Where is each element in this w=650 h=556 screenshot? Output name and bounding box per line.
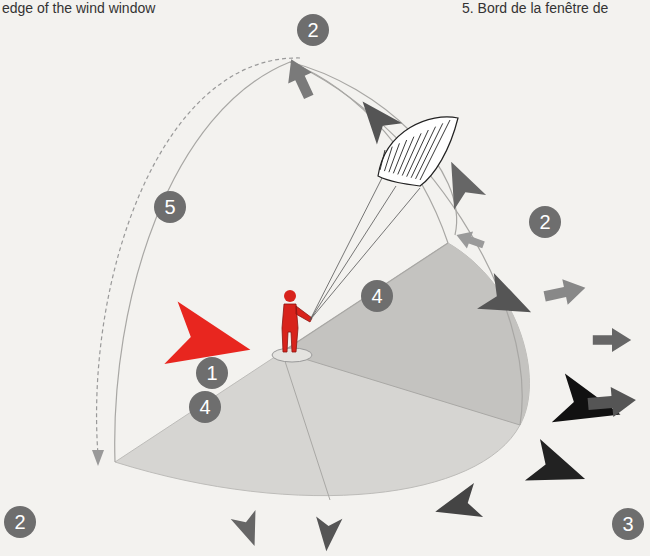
- circle-fill: [529, 206, 561, 238]
- callout-number: 1: [196, 363, 228, 383]
- callout-circle: 4: [361, 280, 393, 312]
- circle-fill: [189, 391, 221, 423]
- callout-number: 3: [612, 514, 644, 534]
- kite-rib: [416, 123, 443, 179]
- callout-circle: 2: [297, 14, 329, 46]
- motion-arrow: [588, 387, 636, 417]
- motion-arrow: [435, 483, 483, 517]
- kite-rib: [380, 150, 385, 170]
- kite-rib: [411, 127, 435, 178]
- kite-rib: [389, 143, 400, 172]
- callout-number: 4: [361, 286, 393, 306]
- circle-fill: [297, 14, 329, 46]
- callout-number: 4: [189, 397, 221, 417]
- dome-arc: [282, 243, 448, 352]
- callout-circle: 3: [612, 508, 644, 540]
- ground-divider: [282, 352, 520, 500]
- circle-fill: [196, 357, 228, 389]
- dome-arc: [290, 62, 522, 425]
- kite-rib: [420, 120, 450, 180]
- motion-arrow: [288, 59, 313, 99]
- callout-circle: 4: [189, 391, 221, 423]
- callout-number: 5: [154, 197, 186, 217]
- circle-fill: [154, 191, 186, 223]
- motion-arrow: [164, 302, 250, 364]
- kite-rib: [402, 133, 421, 175]
- callout-circle: 2: [529, 206, 561, 238]
- callout-number: 2: [529, 212, 561, 232]
- dashed-edge-path: [97, 58, 300, 455]
- motion-arrow: [231, 510, 256, 546]
- callout-circle: 5: [154, 191, 186, 223]
- ground-half-disc: [115, 243, 529, 496]
- motion-arrow: [525, 439, 585, 480]
- ground-shaded-quarter: [282, 243, 529, 425]
- motion-arrow: [316, 517, 342, 552]
- header-text: edge of the wind window: [2, 0, 155, 16]
- callout-circle: 1: [196, 357, 228, 389]
- kite-canopy: [378, 117, 458, 186]
- callout-number: 2: [297, 20, 329, 40]
- pilot-body: [282, 304, 312, 352]
- motion-arrow: [456, 232, 484, 249]
- motion-arrow: [544, 279, 586, 304]
- header-text: 5. Bord de la fenêtre de: [462, 0, 608, 16]
- dashed-edge-head: [92, 450, 104, 466]
- dome-arc: [115, 62, 448, 462]
- motion-arrow: [477, 273, 531, 312]
- motion-arrow: [593, 328, 631, 352]
- kite-line: [310, 186, 396, 320]
- circle-fill: [4, 506, 36, 538]
- callout-number: 2: [4, 512, 36, 532]
- callout-circle: 2: [4, 506, 36, 538]
- circle-fill: [612, 508, 644, 540]
- kite-line: [310, 188, 420, 320]
- circle-fill: [361, 280, 393, 312]
- motion-arrow: [451, 162, 486, 210]
- pilot-head: [284, 290, 296, 302]
